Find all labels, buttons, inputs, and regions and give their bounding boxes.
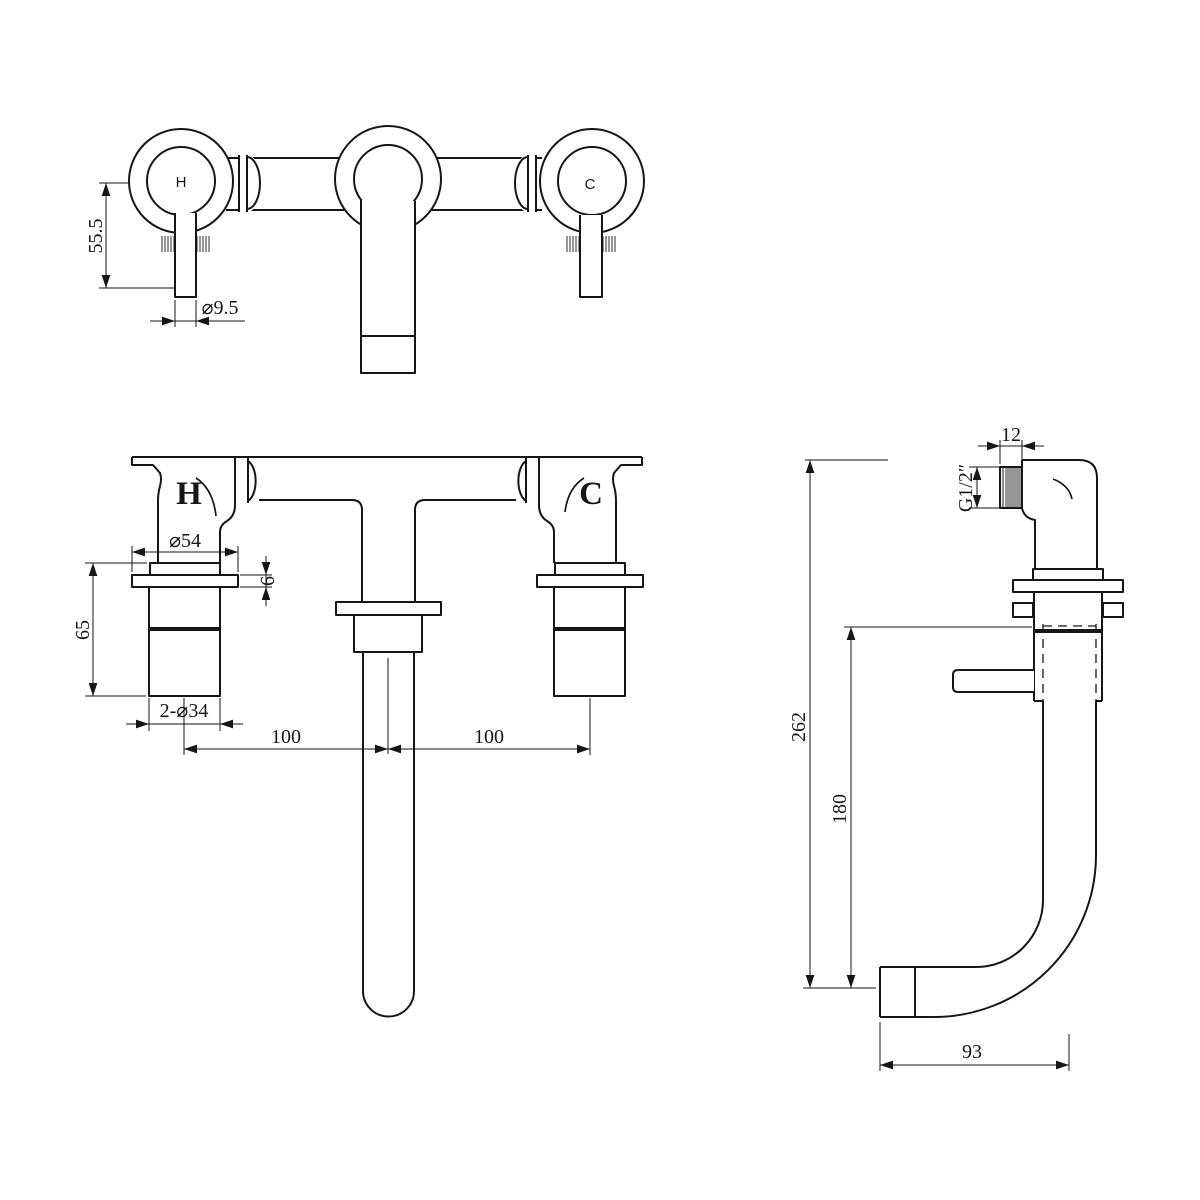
- side-view: 12 G1/2″ 262 180 93: [788, 424, 1124, 1071]
- cold-flange-ring: [554, 562, 626, 576]
- spout-flange-plate: [335, 601, 442, 616]
- inlet-thread-label-text: G1/2″: [955, 464, 977, 512]
- plan-view: H C ⌀54 6 65 2-⌀34: [72, 456, 644, 1018]
- hot-valve-body: [148, 587, 221, 697]
- plan-manifold-right: [414, 499, 516, 602]
- dim-body-projection: 65: [72, 562, 147, 697]
- spout-collar-block: [353, 614, 423, 653]
- hot-flange-plate: [131, 574, 239, 588]
- dim-inlet-thread-length-text: 12: [1001, 424, 1021, 446]
- hot-thread-left: [161, 236, 175, 252]
- side-spout-inner: [880, 701, 1044, 968]
- front-cold-label: C: [585, 176, 596, 193]
- front-spout-tube: [360, 200, 416, 374]
- dim-lever-diameter: ⌀9.5: [150, 297, 245, 327]
- dim-plate-thickness-text: 6: [257, 576, 279, 586]
- hot-thread-right: [196, 236, 210, 252]
- side-backplate-left-tab: [1012, 602, 1034, 618]
- dim-overall-height-text: 262: [788, 712, 810, 742]
- plan-manifold-left: [259, 499, 363, 602]
- dim-spout-to-cold-text: 100: [474, 726, 504, 748]
- inlet-thread: [999, 466, 1023, 509]
- dim-lever-diameter-text: ⌀9.5: [201, 297, 238, 319]
- side-flange-plate: [1012, 579, 1124, 593]
- front-cold-nut: [513, 155, 536, 212]
- cold-thread-right: [602, 236, 616, 252]
- dim-escutcheon-diameter: ⌀54: [131, 530, 239, 572]
- side-spout-outlet: [879, 967, 916, 1017]
- plan-cold-body-left: [538, 457, 555, 563]
- plan-hot-body-right: [219, 457, 236, 563]
- side-elbow-fillet-curve: [1052, 478, 1073, 500]
- dim-wall-to-outlet-text: 180: [829, 794, 851, 824]
- side-spout-outer: [880, 701, 1097, 1018]
- front-hot-nut: [239, 155, 262, 212]
- side-hidden-lines: [1042, 624, 1097, 701]
- cold-lever: [579, 215, 603, 298]
- dim-inlet-thread-length: 12: [978, 424, 1044, 464]
- plan-cold-fillet-curve: [564, 477, 585, 513]
- dim-spout-reach: 93: [879, 1022, 1070, 1071]
- side-valve-body: [1033, 592, 1103, 702]
- cold-valve-body: [553, 587, 626, 697]
- dim-spout-reach-text: 93: [962, 1041, 982, 1063]
- cold-thread-left: [566, 236, 580, 252]
- dim-overall-height: 262: [788, 459, 888, 988]
- plan-cold-body-right: [612, 457, 643, 563]
- plan-hot-label: H: [176, 476, 202, 512]
- hot-lever: [174, 213, 197, 298]
- dim-inlet-thread-size: G1/2″: [955, 464, 1000, 512]
- side-backplate-right-tab: [1102, 602, 1124, 618]
- side-lever: [952, 669, 1034, 693]
- side-flange-ring: [1032, 568, 1104, 581]
- front-view: H C 55.5 ⌀9.5: [85, 125, 645, 374]
- plan-cold-label: C: [579, 476, 603, 512]
- spout-long-tube: [362, 652, 415, 1018]
- dim-handle-height-text: 55.5: [85, 219, 107, 254]
- dim-body-projection-text: 65: [72, 620, 94, 640]
- dim-handle-height: 55.5: [85, 182, 176, 289]
- dim-plate-thickness: 6: [240, 556, 279, 606]
- hot-flange-ring: [149, 562, 221, 576]
- plan-hot-fillet-curve: [195, 477, 217, 517]
- dim-hole-spacing: 100 100: [183, 698, 591, 755]
- dim-wall-to-outlet: 180: [803, 626, 1032, 989]
- side-elbow-outline: [1022, 459, 1098, 569]
- dim-hot-to-spout-text: 100: [271, 726, 301, 748]
- plan-hot-body-left: [131, 457, 162, 563]
- front-hot-label: H: [176, 174, 187, 191]
- dim-escutcheon-diameter-text: ⌀54: [169, 530, 201, 552]
- cold-flange-plate: [536, 574, 644, 588]
